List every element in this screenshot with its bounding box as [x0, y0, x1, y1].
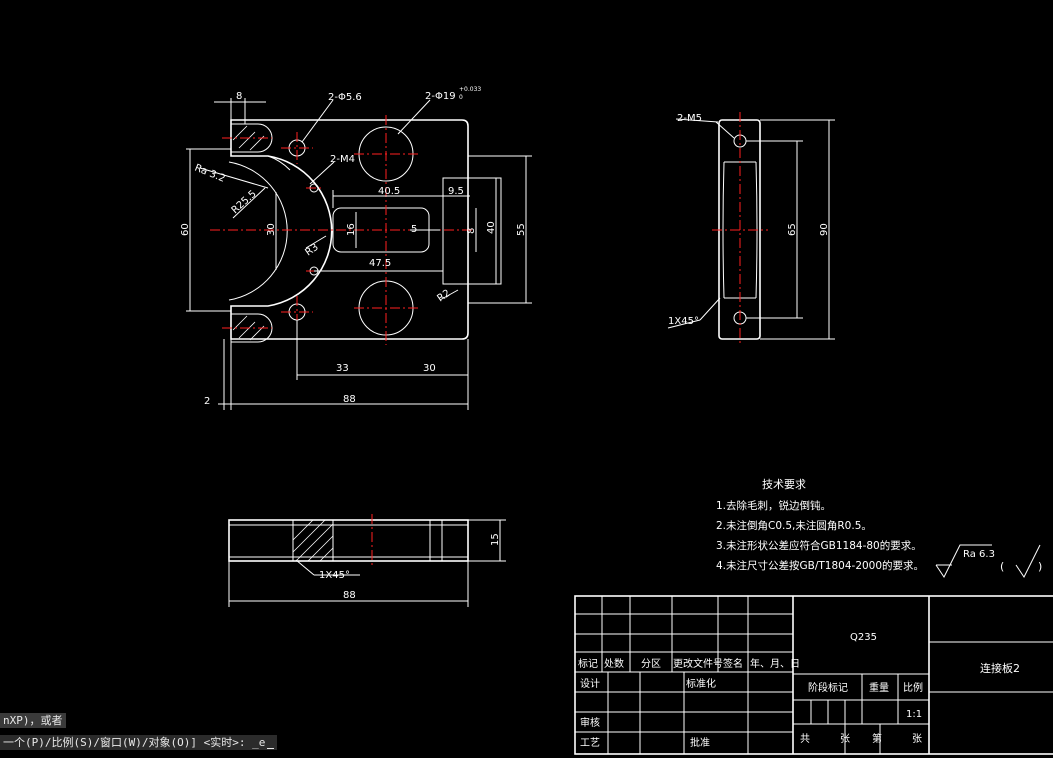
dim-9-5: 9.5	[448, 186, 464, 197]
tb-review: 审核	[580, 716, 600, 729]
tech-req-item-4: 4.未注尺寸公差按GB/T1804-2000的要求。	[716, 559, 924, 572]
command-history-line: nXP)，或者	[0, 713, 66, 728]
dim-r2: R2	[435, 288, 452, 305]
dim-88: 88	[343, 394, 356, 405]
dim-8-slot: 8	[466, 228, 477, 234]
roughness-paren-close: )	[1038, 560, 1042, 573]
front-view	[186, 98, 532, 410]
tb-header-zone: 分区	[641, 658, 661, 670]
tb-weight: 重量	[869, 681, 889, 694]
tb-sheet: 张	[840, 733, 850, 745]
tb-standardize: 标准化	[686, 677, 716, 690]
tech-req-item-3: 3.未注形状公差应符合GB1184-80的要求。	[716, 539, 922, 552]
tech-req-title: 技术要求	[762, 478, 806, 491]
tb-header-count: 处数	[604, 657, 624, 670]
dim-hole-5-6: 2-Φ5.6	[328, 92, 362, 103]
dim-2: 2	[204, 396, 210, 407]
side-view	[667, 112, 835, 346]
dim-r25-5: R25.5	[230, 189, 259, 217]
dim-40: 40	[486, 221, 497, 234]
dim-55: 55	[516, 223, 527, 236]
dim-m4: 2-M4	[330, 154, 355, 165]
dim-47-5: 47.5	[369, 258, 391, 269]
tb-header-doc: 更改文件号	[673, 657, 723, 670]
dim-33: 33	[336, 363, 349, 374]
bottom-dim-15: 15	[490, 533, 501, 546]
dim-40-5: 40.5	[378, 186, 400, 197]
dim-hole-19-tol-lower: 0	[459, 94, 463, 101]
side-dim-90: 90	[819, 223, 830, 236]
tech-req-item-1: 1.去除毛刺，锐边倒钝。	[716, 499, 831, 512]
side-dim-m5: 2-M5	[677, 113, 702, 124]
bottom-view	[228, 514, 506, 607]
side-dim-65: 65	[787, 223, 798, 236]
dim-hole-19: 2-Φ19	[425, 91, 456, 102]
roughness-6-3: Ra 6.3	[963, 549, 995, 560]
dim-60: 60	[180, 223, 191, 236]
tb-header-date: 年、月、日	[750, 657, 800, 670]
tb-material: Q235	[850, 632, 877, 643]
dim-5: 5	[411, 224, 417, 235]
command-history-text: nXP)，或者	[3, 714, 63, 727]
command-input-line[interactable]: 一个(P)/比例(S)/窗口(W)/对象(O)] <实时>: _e	[0, 735, 278, 750]
dim-r3: R3	[303, 242, 320, 259]
tb-sheet2: 张	[912, 733, 922, 745]
tb-scale-value: 1:1	[906, 709, 922, 720]
tb-design: 设计	[580, 677, 600, 690]
bottom-dim-chamfer: 1X45°	[319, 570, 350, 581]
tb-process: 工艺	[580, 737, 600, 749]
dim-16: 16	[346, 223, 357, 236]
tb-total: 共	[800, 733, 810, 745]
command-input-text: 一个(P)/比例(S)/窗口(W)/对象(O)] <实时>: _e	[3, 736, 266, 749]
tb-header-mark: 标记	[578, 658, 598, 670]
tb-stage-mark: 阶段标记	[808, 681, 848, 694]
roughness-paren-open: (	[1000, 560, 1004, 573]
bottom-dim-88: 88	[343, 590, 356, 601]
tb-page: 第	[872, 732, 882, 745]
dim-30-bottom: 30	[423, 363, 436, 374]
roughness-3-2: Ra 3.2	[193, 163, 227, 185]
roughness-symbol-icon	[935, 544, 1041, 578]
tech-req-item-2: 2.未注倒角C0.5,未注圆角R0.5。	[716, 519, 872, 532]
dim-hole-19-tol-upper: +0.033	[459, 86, 481, 93]
command-cursor	[267, 738, 275, 749]
tb-part-name: 连接板2	[980, 661, 1020, 675]
tb-approve: 批准	[690, 736, 710, 749]
tb-scale-label: 比例	[903, 681, 923, 694]
dim-8-top: 8	[236, 91, 242, 102]
title-block	[574, 595, 1053, 755]
side-dim-chamfer: 1X45°	[668, 316, 699, 327]
tb-header-sign: 签名	[723, 657, 743, 670]
dim-30: 30	[266, 223, 277, 236]
